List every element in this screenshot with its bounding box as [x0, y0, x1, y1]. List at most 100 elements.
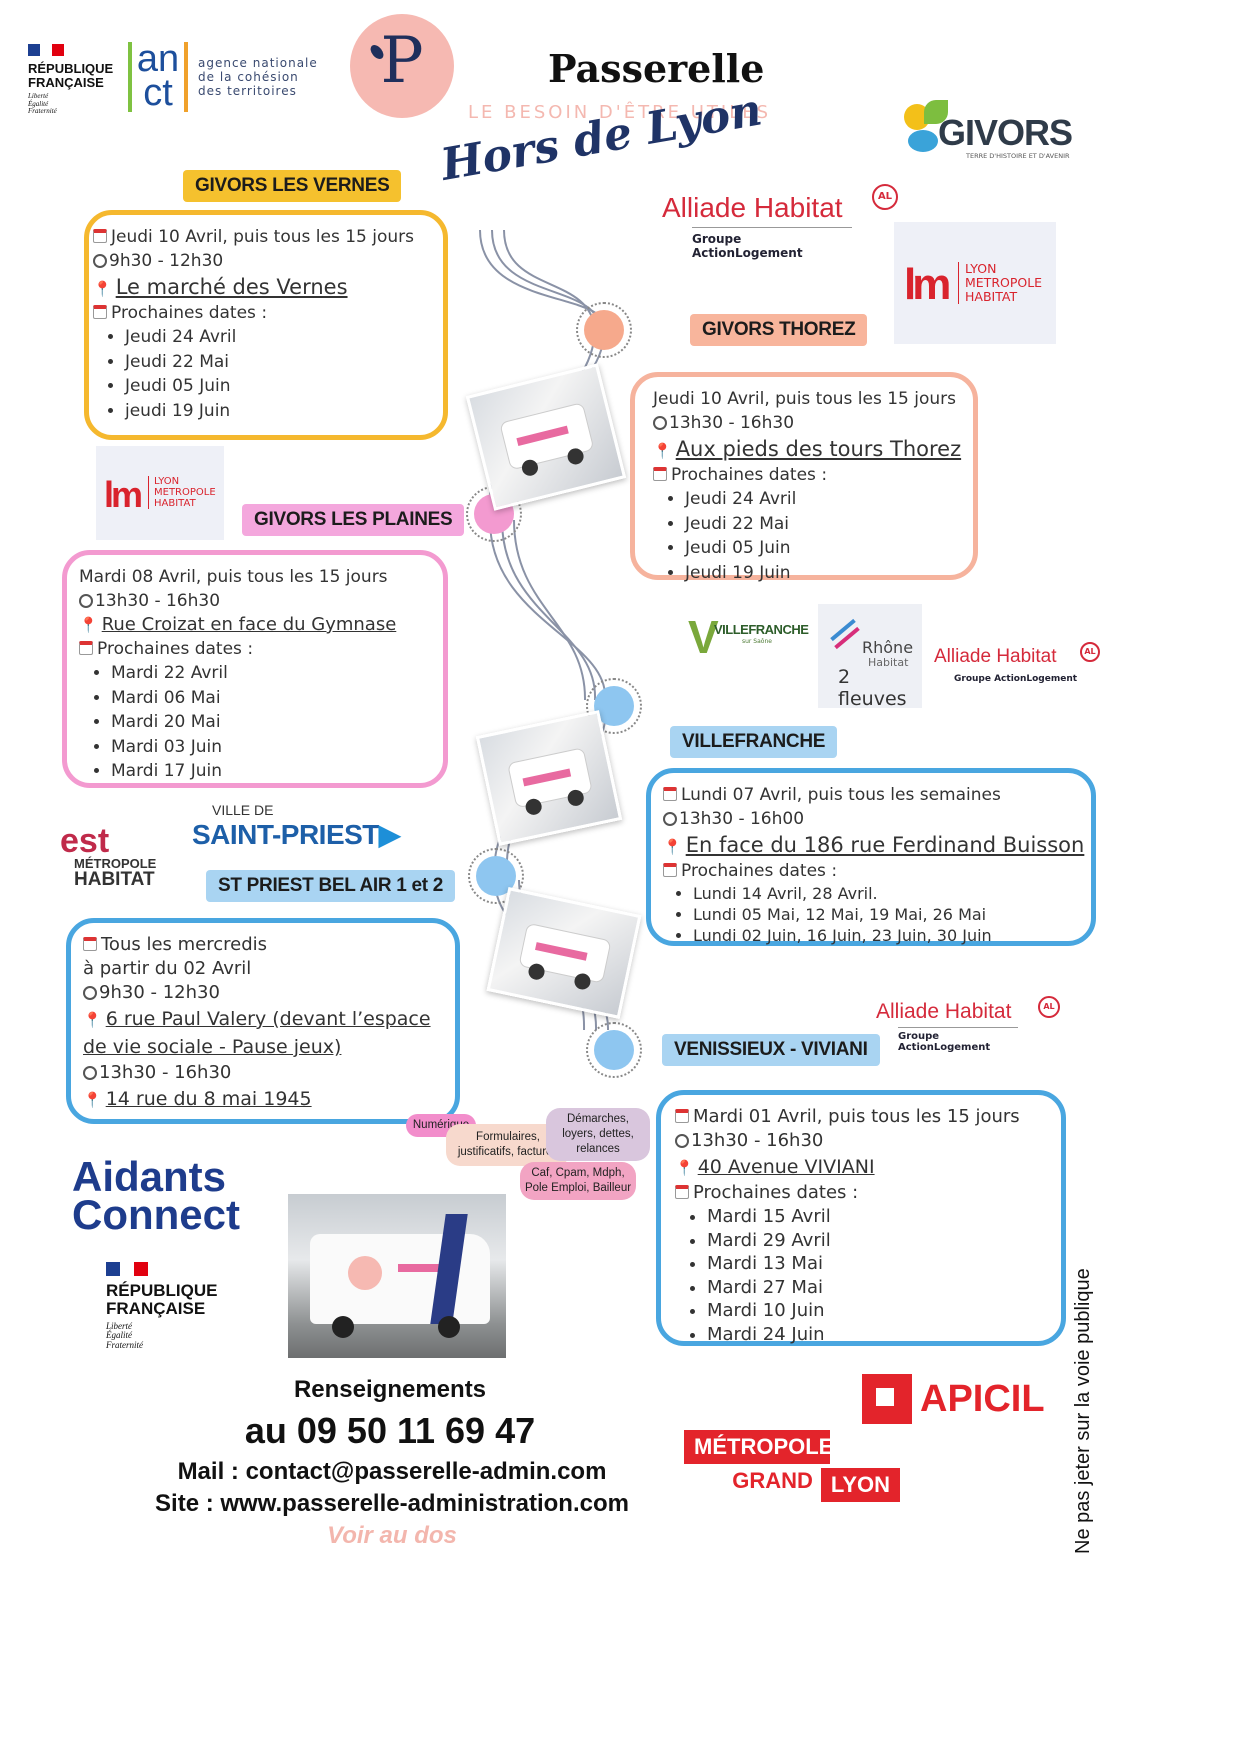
- address-link[interactable]: 6 rue Paul Valery (devant l’espace: [105, 1008, 431, 1030]
- first-date-2: à partir du 02 Avril: [83, 958, 252, 979]
- date-item: Mardi 29 Avril: [707, 1229, 1061, 1253]
- date-item: Lundi 05 Mai, 12 Mai, 19 Mai, 26 Mai: [693, 904, 1091, 925]
- tag-givors-les-vernes: GIVORS LES VERNES: [183, 170, 402, 202]
- first-date: Mardi 01 Avril, puis tous les 15 jours: [693, 1106, 1020, 1127]
- calendar-icon: [675, 1185, 689, 1199]
- phone-number[interactable]: au 09 50 11 69 47: [244, 1410, 536, 1451]
- address-link[interactable]: 40 Avenue VIVIANI: [697, 1156, 875, 1178]
- next-dates-label: Prochaines dates :: [681, 861, 838, 881]
- card-givors-les-vernes: Jeudi 10 Avril, puis tous les 15 jours 9…: [84, 210, 448, 440]
- date-item: Mardi 22 Avril: [111, 661, 443, 686]
- date-item: Jeudi 05 Juin: [685, 536, 973, 561]
- first-date: Jeudi 10 Avril, puis tous les 15 jours: [653, 389, 957, 409]
- clock-icon: [653, 416, 667, 430]
- date-item: Jeudi 24 Avril: [125, 325, 443, 350]
- tag-villefranche: VILLEFRANCHE: [670, 726, 838, 758]
- first-date: Tous les mercredis: [101, 934, 268, 955]
- hours: 13h30 - 16h00: [679, 809, 805, 829]
- pin-icon: 📍: [93, 280, 112, 298]
- stop-ring-venissieux: [586, 1022, 642, 1078]
- calendar-icon: [93, 305, 107, 319]
- side-note: Ne pas jeter sur la voie publique: [1072, 1268, 1094, 1554]
- date-item: Jeudi 19 Juin: [685, 561, 973, 586]
- page-title: Passerelle: [548, 46, 765, 91]
- apicil-logo: APICIL: [862, 1374, 1045, 1424]
- bubble-formulaires: Formulaires, justificatifs, factures: [446, 1124, 570, 1166]
- card-givors-les-plaines: Mardi 08 Avril, puis tous les 15 jours 1…: [62, 550, 448, 788]
- hours: 9h30 - 12h30: [99, 982, 220, 1003]
- alliade-logo-3: Alliade Habitat Groupe ActionLogement: [876, 1000, 1018, 1053]
- see-back-note: Voir au dos: [327, 1522, 457, 1549]
- date-item: Mardi 24 Juin: [707, 1323, 1061, 1347]
- address-link[interactable]: Aux pieds des tours Thorez: [675, 437, 962, 461]
- republique-francaise-logo: RÉPUBLIQUE FRANÇAISE Liberté Égalité Fra…: [28, 44, 113, 115]
- passerelle-logo: P: [350, 14, 454, 118]
- address-link-cont[interactable]: de vie sociale - Pause jeux): [83, 1036, 342, 1058]
- calendar-icon: [663, 787, 677, 801]
- date-item: Jeudi 22 Mai: [685, 512, 973, 537]
- republique-francaise-logo-2: RÉPUBLIQUE FRANÇAISE Liberté Égalité Fra…: [106, 1262, 217, 1350]
- date-item: jeudi 19 Juin: [125, 399, 443, 424]
- pin-icon: 📍: [663, 838, 682, 856]
- hours: 9h30 - 12h30: [109, 251, 224, 271]
- calendar-icon: [663, 863, 677, 877]
- hours: 13h30 - 16h30: [95, 591, 221, 611]
- date-item: Mardi 27 Mai: [707, 1276, 1061, 1300]
- al-badge: AL: [872, 184, 898, 210]
- clock-icon: [663, 812, 677, 826]
- date-item: Jeudi 22 Mai: [125, 350, 443, 375]
- clock-icon: [83, 986, 97, 1000]
- saint-priest-logo: VILLE DE SAINT-PRIEST▶: [192, 802, 400, 850]
- date-item: Lundi 14 Avril, 28 Avril.: [693, 883, 1091, 904]
- address-link[interactable]: En face du 186 rue Ferdinand Buisson: [685, 833, 1085, 857]
- bubble-organismes: Caf, Cpam, Mdph, Pole Emploi, Bailleur: [520, 1162, 636, 1200]
- tag-st-priest: ST PRIEST BEL AIR 1 et 2: [206, 870, 456, 902]
- address-link[interactable]: Rue Croizat en face du Gymnase: [101, 614, 397, 635]
- hours-2: 13h30 - 16h30: [99, 1062, 232, 1083]
- date-item: Mardi 17 Juin: [111, 759, 443, 784]
- clock-icon: [675, 1134, 689, 1148]
- card-venissieux: Mardi 01 Avril, puis tous les 15 jours 1…: [656, 1090, 1066, 1346]
- pin-icon: 📍: [83, 1011, 102, 1029]
- stop-dot-thorez: [584, 310, 624, 350]
- date-item: Mardi 06 Mai: [111, 686, 443, 711]
- next-dates-label: Prochaines dates :: [693, 1182, 859, 1203]
- card-givors-thorez: Jeudi 10 Avril, puis tous les 15 jours 1…: [630, 372, 978, 583]
- alliade-logo-2: Alliade Habitat Groupe ActionLogement: [934, 646, 1078, 684]
- date-item: Jeudi 05 Juin: [125, 374, 443, 399]
- rhone-habitat-logo: Rhône Habitat 2 fleuves: [818, 604, 922, 710]
- van-photo-main: [288, 1194, 506, 1358]
- clock-icon: [83, 1066, 97, 1080]
- tag-givors-les-plaines: GIVORS LES PLAINES: [242, 504, 465, 536]
- date-item: Mardi 10 Juin: [707, 1299, 1061, 1323]
- al-badge: AL: [1038, 996, 1060, 1018]
- metropole-grand-lyon-logo: MÉTROPOLE GRAND LYON: [684, 1430, 900, 1502]
- subtitle: Hors de Lyon: [437, 84, 766, 191]
- stop-ring-villefranche: [586, 678, 642, 734]
- clock-icon: [93, 254, 107, 268]
- villefranche-logo: V VILLEFRANCHE sur Saône: [688, 611, 809, 663]
- bubble-demarches: Démarches, loyers, dettes, relances: [546, 1108, 650, 1161]
- calendar-icon: [93, 229, 107, 243]
- address-link-2[interactable]: 14 rue du 8 mai 1945: [105, 1088, 312, 1110]
- pin-icon: 📍: [79, 616, 98, 634]
- date-item: Lundi 02 Juin, 16 Juin, 23 Juin, 30 Juin: [693, 925, 1091, 946]
- pin-icon: 📍: [83, 1091, 102, 1109]
- calendar-icon: [79, 641, 93, 655]
- first-date: Lundi 07 Avril, puis tous les semaines: [681, 785, 1001, 805]
- site-link[interactable]: Site : www.passerelle-administration.com: [155, 1490, 629, 1517]
- mail-link[interactable]: Mail : contact@passerelle-admin.com: [177, 1458, 607, 1485]
- hours: 13h30 - 16h30: [669, 413, 795, 433]
- tagline: LE BESOIN D'ÊTRE UTILES: [468, 102, 772, 123]
- clock-icon: [79, 594, 93, 608]
- address-link[interactable]: Le marché des Vernes: [115, 275, 348, 299]
- pin-icon: 📍: [653, 442, 672, 460]
- al-badge: AL: [1080, 642, 1100, 662]
- first-date: Jeudi 10 Avril, puis tous les 15 jours: [111, 227, 415, 247]
- date-item: Mardi 20 Mai: [111, 710, 443, 735]
- calendar-icon: [83, 937, 97, 951]
- alliade-logo-1: Alliade Habitat Groupe ActionLogement: [662, 192, 852, 260]
- date-item: Mardi 13 Mai: [707, 1252, 1061, 1276]
